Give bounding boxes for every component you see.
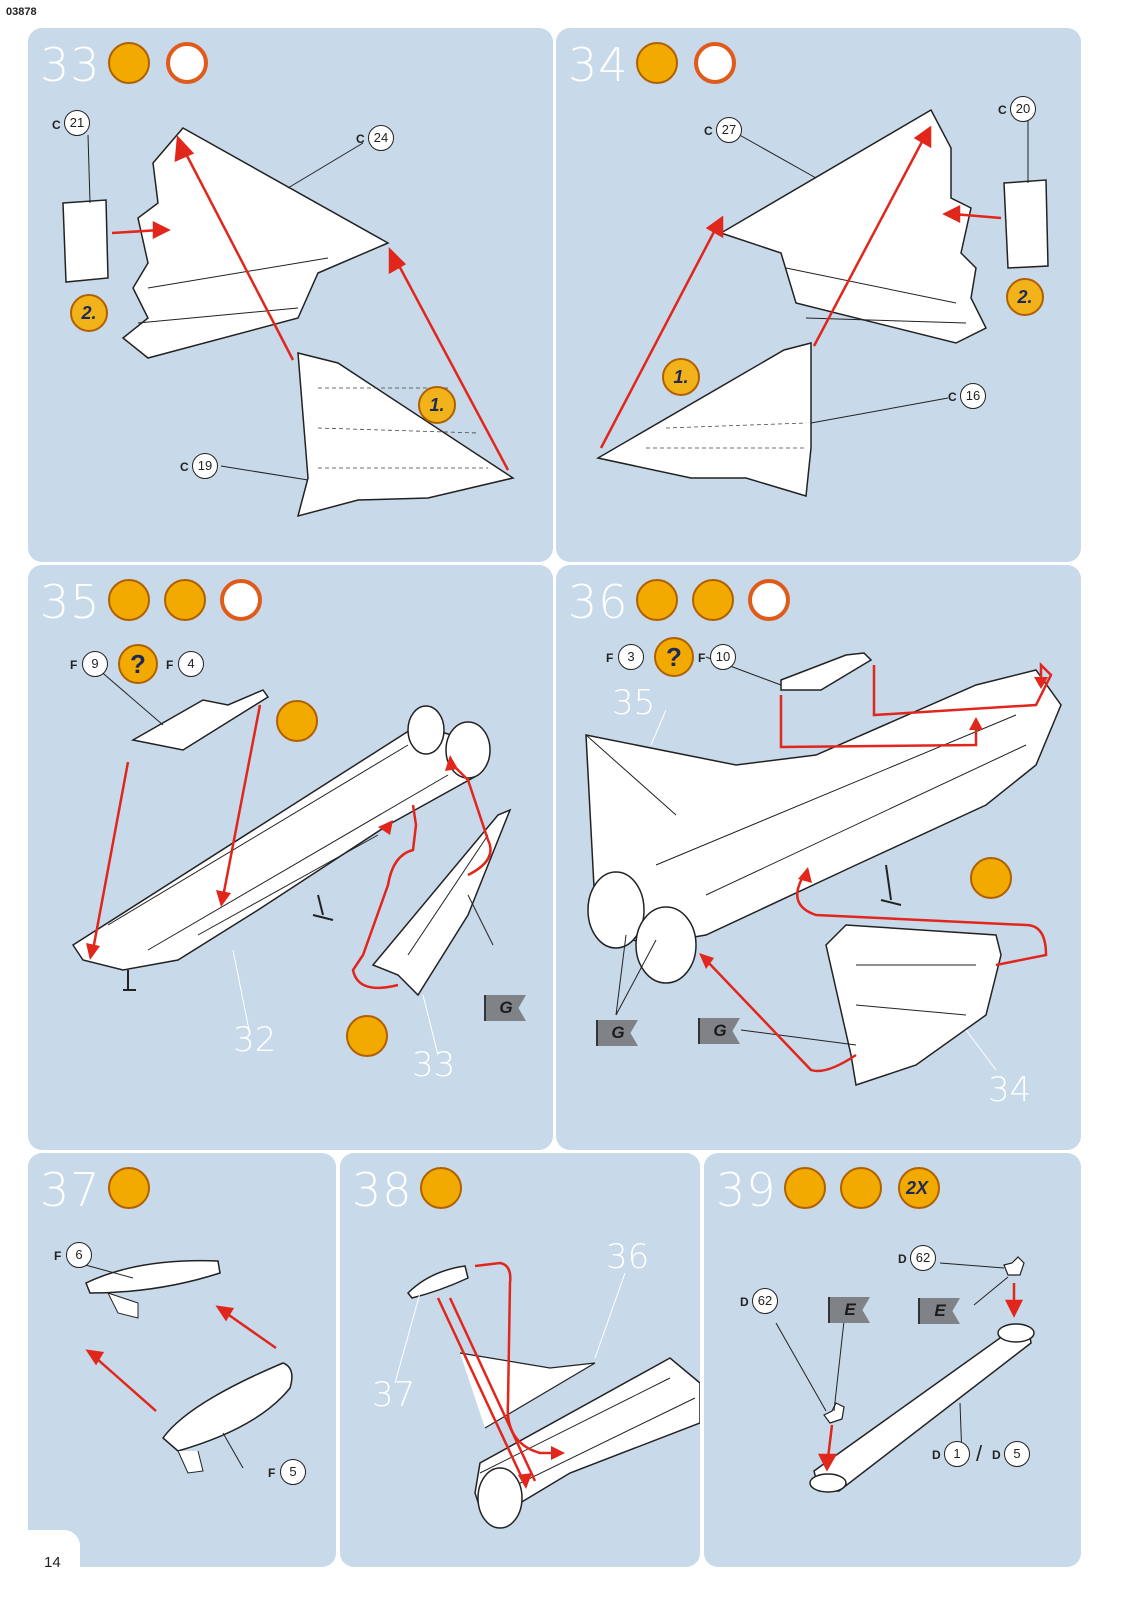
step-34-panel: 34 C 27 C 20 C 16 1. 2. (556, 28, 1081, 562)
glue-icon (108, 1167, 150, 1209)
part-f9: 9 (82, 651, 108, 677)
part-prefix: D (740, 1295, 749, 1309)
step-number: 33 (40, 38, 101, 92)
tape-icon (970, 857, 1012, 899)
part-d5: 5 (1004, 1441, 1030, 1467)
part-f6: 6 (66, 1242, 92, 1268)
tape-icon (346, 1015, 388, 1057)
step-number: 38 (352, 1163, 413, 1217)
step-38-drawing (394, 1261, 700, 1529)
step-33-panel: 33 C 21 C 24 C 19 2. 1. (28, 28, 553, 562)
part-c21: 21 (64, 110, 90, 136)
part-f3: 3 (618, 644, 644, 670)
glue-icon (784, 1167, 826, 1209)
part-prefix: C (180, 460, 189, 474)
part-prefix: D (898, 1252, 907, 1266)
part-prefix: F (54, 1249, 62, 1263)
order-2: 2. (70, 294, 108, 332)
glue-icon (108, 42, 150, 84)
part-c27: 27 (716, 117, 742, 143)
document-code: 03878 (6, 6, 37, 18)
part-ref-37: 37 (372, 1375, 416, 1415)
part-d1: 1 (944, 1441, 970, 1467)
part-prefix: C (704, 124, 713, 138)
part-prefix: F (606, 651, 614, 665)
part-c19: 19 (192, 453, 218, 479)
step-33-drawing (62, 127, 515, 518)
step-38-panel: 38 36 37 (340, 1153, 700, 1567)
glue-icon (108, 579, 150, 621)
order-1: 1. (418, 386, 456, 424)
paint-icon (164, 579, 206, 621)
decal-flag-g: G (596, 1020, 638, 1046)
step-number: 37 (40, 1163, 101, 1217)
clock-icon (694, 42, 736, 84)
part-c24: 24 (368, 125, 394, 151)
part-c20: 20 (1010, 96, 1036, 122)
clock-icon (748, 579, 790, 621)
step-number: 35 (40, 575, 101, 629)
glue-icon (420, 1167, 462, 1209)
step-39-panel: 39 2X D 62 D 62 E E D 1 / D 5 (704, 1153, 1081, 1567)
page-corner (28, 1530, 80, 1572)
clock-icon (166, 42, 208, 84)
step-36-panel: 36 F 3 ? F 10 G G 35 34 (556, 565, 1081, 1150)
part-prefix: C (948, 390, 957, 404)
part-f4: 4 (178, 651, 204, 677)
part-prefix: D (932, 1448, 941, 1462)
part-prefix: F (698, 651, 706, 665)
part-ref-36: 36 (606, 1237, 650, 1277)
step-39-drawing (775, 1256, 1035, 1493)
question-icon: ? (118, 644, 158, 684)
part-prefix: F (166, 658, 174, 672)
step-34-drawing (595, 108, 1049, 497)
order-2: 2. (1006, 278, 1044, 316)
part-prefix: D (992, 1448, 1001, 1462)
step-number: 39 (716, 1163, 777, 1217)
part-prefix: C (52, 118, 61, 132)
part-ref-33: 33 (412, 1045, 456, 1085)
part-f10: 10 (710, 644, 736, 670)
step-37-drawing (77, 1259, 293, 1474)
part-c16: 16 (960, 383, 986, 409)
part-ref-32: 32 (233, 1020, 277, 1060)
paint-icon (692, 579, 734, 621)
step-number: 34 (568, 38, 629, 92)
part-ref-34: 34 (988, 1070, 1032, 1110)
part-d62: 62 (752, 1288, 778, 1314)
clock-icon (220, 579, 262, 621)
multiplier-badge: 2X (898, 1167, 940, 1209)
paint-icon (840, 1167, 882, 1209)
part-prefix: F (268, 1466, 276, 1480)
step-35-drawing (71, 668, 512, 1056)
part-f5: 5 (280, 1459, 306, 1485)
page-number: 14 (44, 1554, 61, 1571)
step-37-panel: 37 F 6 F 5 (28, 1153, 336, 1567)
part-ref-35: 35 (612, 683, 656, 723)
part-d62: 62 (910, 1245, 936, 1271)
step-35-panel: 35 F 9 ? F 4 G 32 33 (28, 565, 553, 1150)
question-icon: ? (654, 637, 694, 677)
glue-icon (636, 42, 678, 84)
step-36-drawing (585, 652, 1062, 1086)
multiplier-text: 2X (906, 1178, 929, 1198)
part-prefix: C (356, 132, 365, 146)
step-number: 36 (568, 575, 629, 629)
part-prefix: F (70, 658, 78, 672)
glue-icon (636, 579, 678, 621)
order-1: 1. (662, 358, 700, 396)
slash: / (976, 1441, 983, 1466)
part-prefix: C (998, 103, 1007, 117)
tape-icon (276, 700, 318, 742)
